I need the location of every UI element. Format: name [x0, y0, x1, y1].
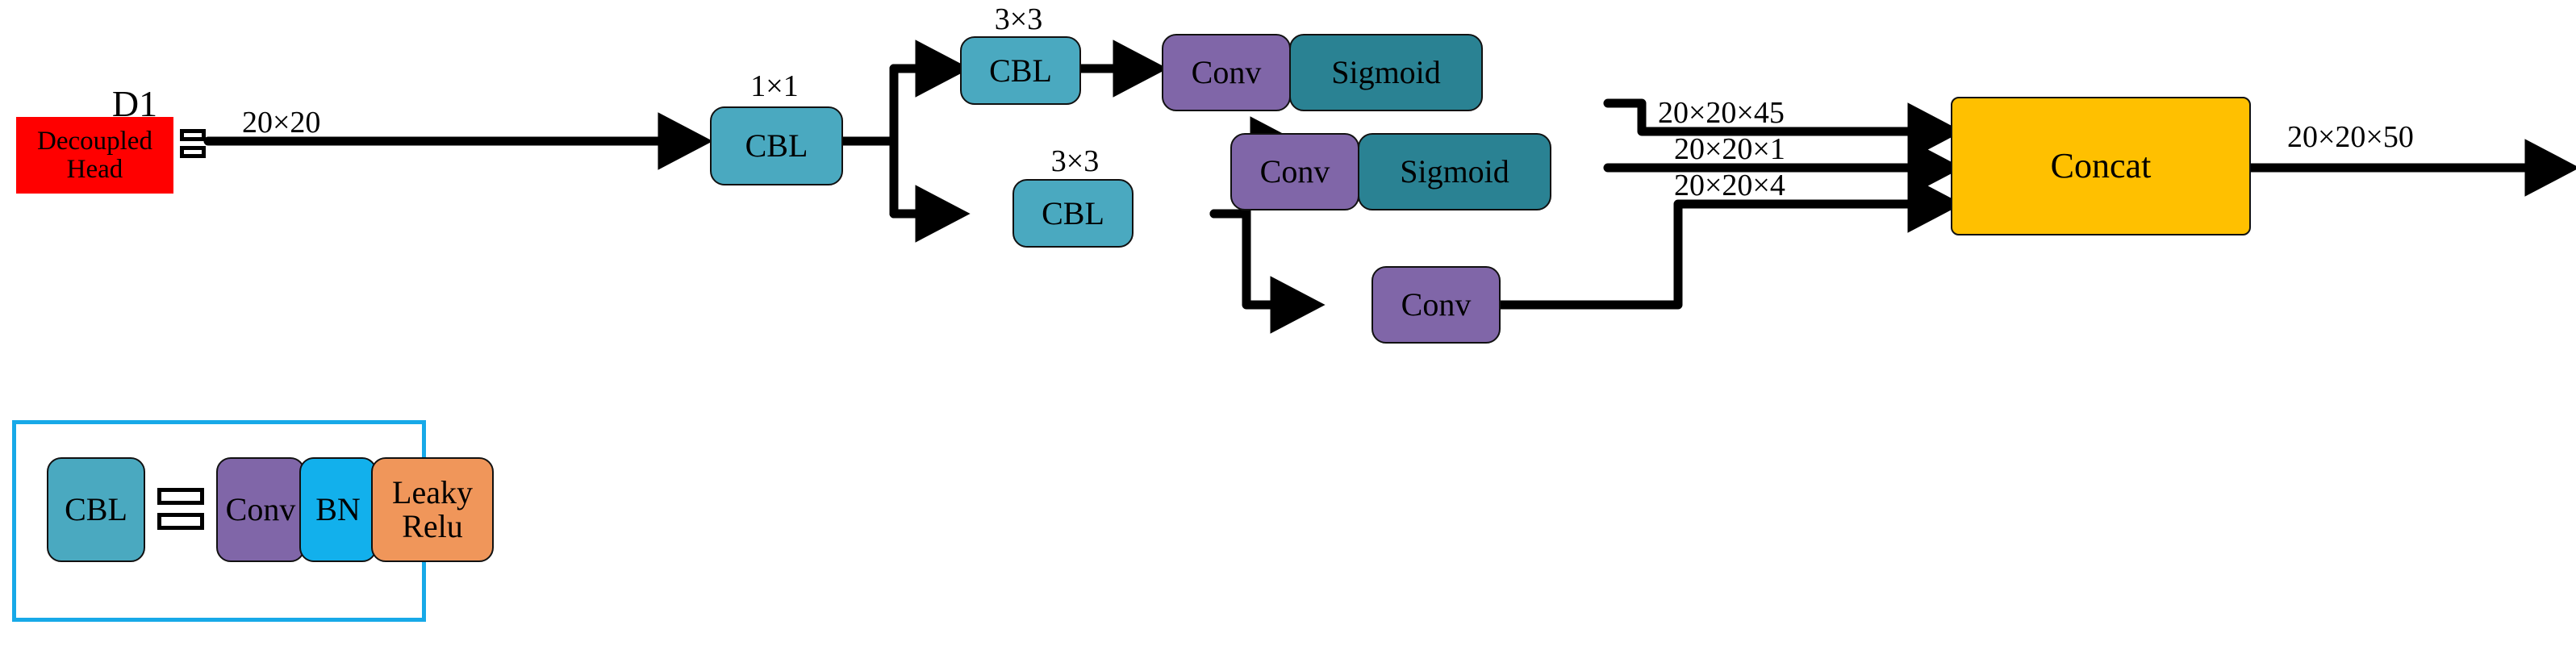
node-cbl-bot-3x3-label: CBL	[1042, 194, 1104, 231]
node-sigmoid-mid[interactable]: Sigmoid	[1358, 133, 1551, 210]
node-conv-bottom[interactable]: Conv	[1372, 266, 1501, 344]
kernel-label-cbl-bot: 3×3	[1050, 144, 1100, 178]
legend-node-conv-label: Conv	[225, 491, 296, 527]
legend-equals-sign-icon	[157, 488, 204, 531]
legend-node-leakyrelu-line2: Relu	[402, 508, 463, 544]
legend-node-cbl-label: CBL	[65, 491, 127, 527]
legend-node-conv[interactable]: Conv	[216, 457, 305, 562]
node-cbl-1x1[interactable]: CBL	[710, 106, 843, 185]
node-concat[interactable]: Concat	[1951, 97, 2251, 235]
edge-label-cls: 20×20×45	[1658, 96, 1785, 130]
legend-node-bn[interactable]: BN	[299, 457, 377, 562]
node-cbl-1x1-label: CBL	[745, 127, 808, 164]
node-conv-top[interactable]: Conv	[1162, 34, 1291, 111]
node-conv-mid[interactable]: Conv	[1230, 133, 1359, 210]
edge-label-reg: 20×20×4	[1674, 169, 1785, 202]
legend-node-leakyrelu[interactable]: Leaky Relu	[371, 457, 494, 562]
decoupled-head-block[interactable]: Decoupled Head	[16, 117, 173, 194]
legend-node-leakyrelu-line1: Leaky	[392, 474, 473, 510]
edge-label-output: 20×20×50	[2287, 120, 2414, 154]
node-sigmoid-top-label: Sigmoid	[1331, 54, 1441, 90]
page-title: D1	[111, 83, 158, 124]
edge-label-obj: 20×20×1	[1674, 132, 1785, 166]
node-cbl-top-3x3[interactable]: CBL	[960, 36, 1081, 105]
equals-sign-icon	[180, 129, 206, 160]
node-conv-bottom-label: Conv	[1401, 286, 1472, 323]
node-cbl-bot-3x3[interactable]: CBL	[1012, 179, 1134, 248]
legend-node-bn-label: BN	[315, 491, 361, 527]
legend-node-cbl[interactable]: CBL	[47, 457, 145, 562]
node-cbl-top-3x3-label: CBL	[989, 52, 1052, 89]
node-conv-mid-label: Conv	[1259, 153, 1330, 190]
kernel-label-cbl-top: 3×3	[994, 2, 1043, 36]
node-conv-top-label: Conv	[1191, 54, 1262, 90]
node-sigmoid-mid-label: Sigmoid	[1400, 153, 1509, 190]
node-concat-label: Concat	[2050, 145, 2152, 185]
decoupled-head-line2: Head	[66, 154, 123, 184]
kernel-label-cbl-1x1: 1×1	[750, 69, 799, 103]
edge-label-input: 20×20	[242, 106, 321, 140]
node-sigmoid-top[interactable]: Sigmoid	[1289, 34, 1483, 111]
decoupled-head-line1: Decoupled	[37, 126, 152, 156]
